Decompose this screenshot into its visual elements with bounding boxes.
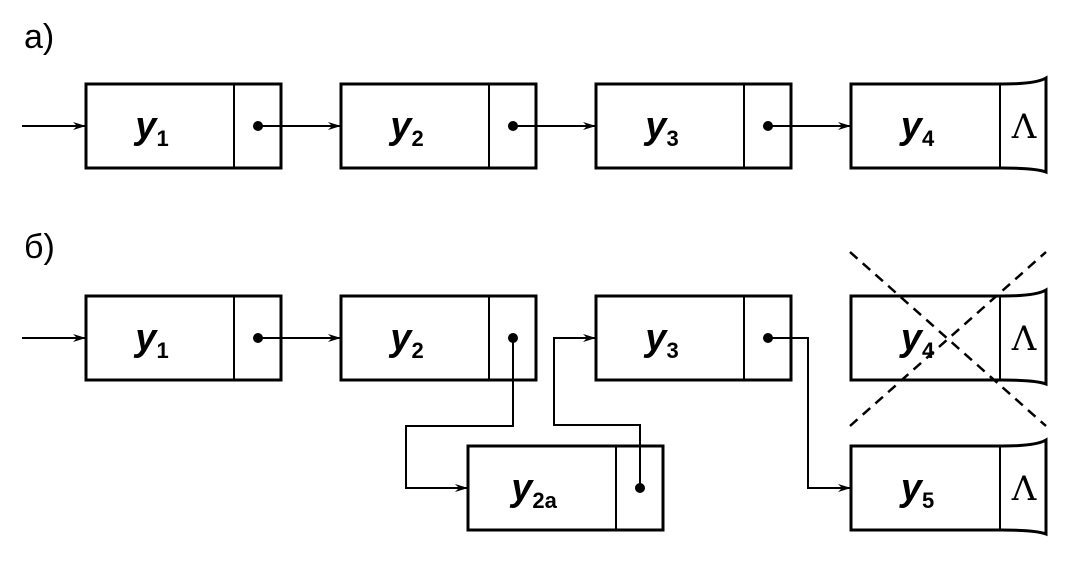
node-value-label: y1 bbox=[133, 105, 168, 151]
node-value-label: y4 bbox=[899, 105, 935, 151]
node-box bbox=[849, 287, 1048, 387]
node-box bbox=[849, 75, 1048, 175]
list-node-b-y5: Λy5 bbox=[849, 437, 1048, 537]
list-node-a-y2: y2 bbox=[339, 82, 538, 170]
arrow-b-y2-y2a bbox=[405, 338, 514, 492]
list-node-a-y4: Λy4 bbox=[849, 75, 1048, 175]
node-box bbox=[339, 294, 538, 382]
list-node-a-y1: y1 bbox=[84, 82, 283, 170]
part-a-label: а) bbox=[24, 18, 55, 56]
node-value-label: y5 bbox=[899, 467, 934, 513]
list-node-b-y2: y2 bbox=[339, 294, 538, 382]
node-value-label: y1 bbox=[133, 317, 168, 363]
node-value-label: y2a bbox=[509, 467, 557, 513]
node-box bbox=[84, 82, 283, 170]
list-node-b-y1: y1 bbox=[84, 294, 283, 382]
list-node-b-y3: y3 bbox=[594, 294, 793, 382]
node-box bbox=[84, 294, 283, 382]
deleted-cross-line bbox=[849, 251, 1047, 427]
nil-pointer-symbol: Λ bbox=[1011, 469, 1037, 509]
list-node-b-y2a: y2a bbox=[466, 444, 665, 532]
node-box bbox=[466, 444, 665, 532]
part-b-label: б) bbox=[24, 228, 55, 266]
arrow-b-y3-y5 bbox=[768, 337, 851, 492]
list-node-a-y3: y3 bbox=[594, 82, 793, 170]
node-value-label: y3 bbox=[643, 317, 678, 363]
node-value-label: y4 bbox=[899, 317, 935, 363]
node-value-label: y3 bbox=[643, 105, 678, 151]
node-box bbox=[339, 82, 538, 170]
node-value-label: y2 bbox=[388, 317, 423, 363]
nil-pointer-symbol: Λ bbox=[1011, 107, 1037, 147]
pointer-arrows bbox=[22, 121, 1047, 493]
list-node-b-y4: Λy4 bbox=[849, 287, 1048, 387]
node-box bbox=[594, 294, 793, 382]
node-value-label: y2 bbox=[388, 105, 423, 151]
node-box bbox=[594, 82, 793, 170]
node-box bbox=[849, 437, 1048, 537]
nil-pointer-symbol: Λ bbox=[1011, 319, 1037, 359]
deleted-cross-line bbox=[849, 251, 1047, 427]
